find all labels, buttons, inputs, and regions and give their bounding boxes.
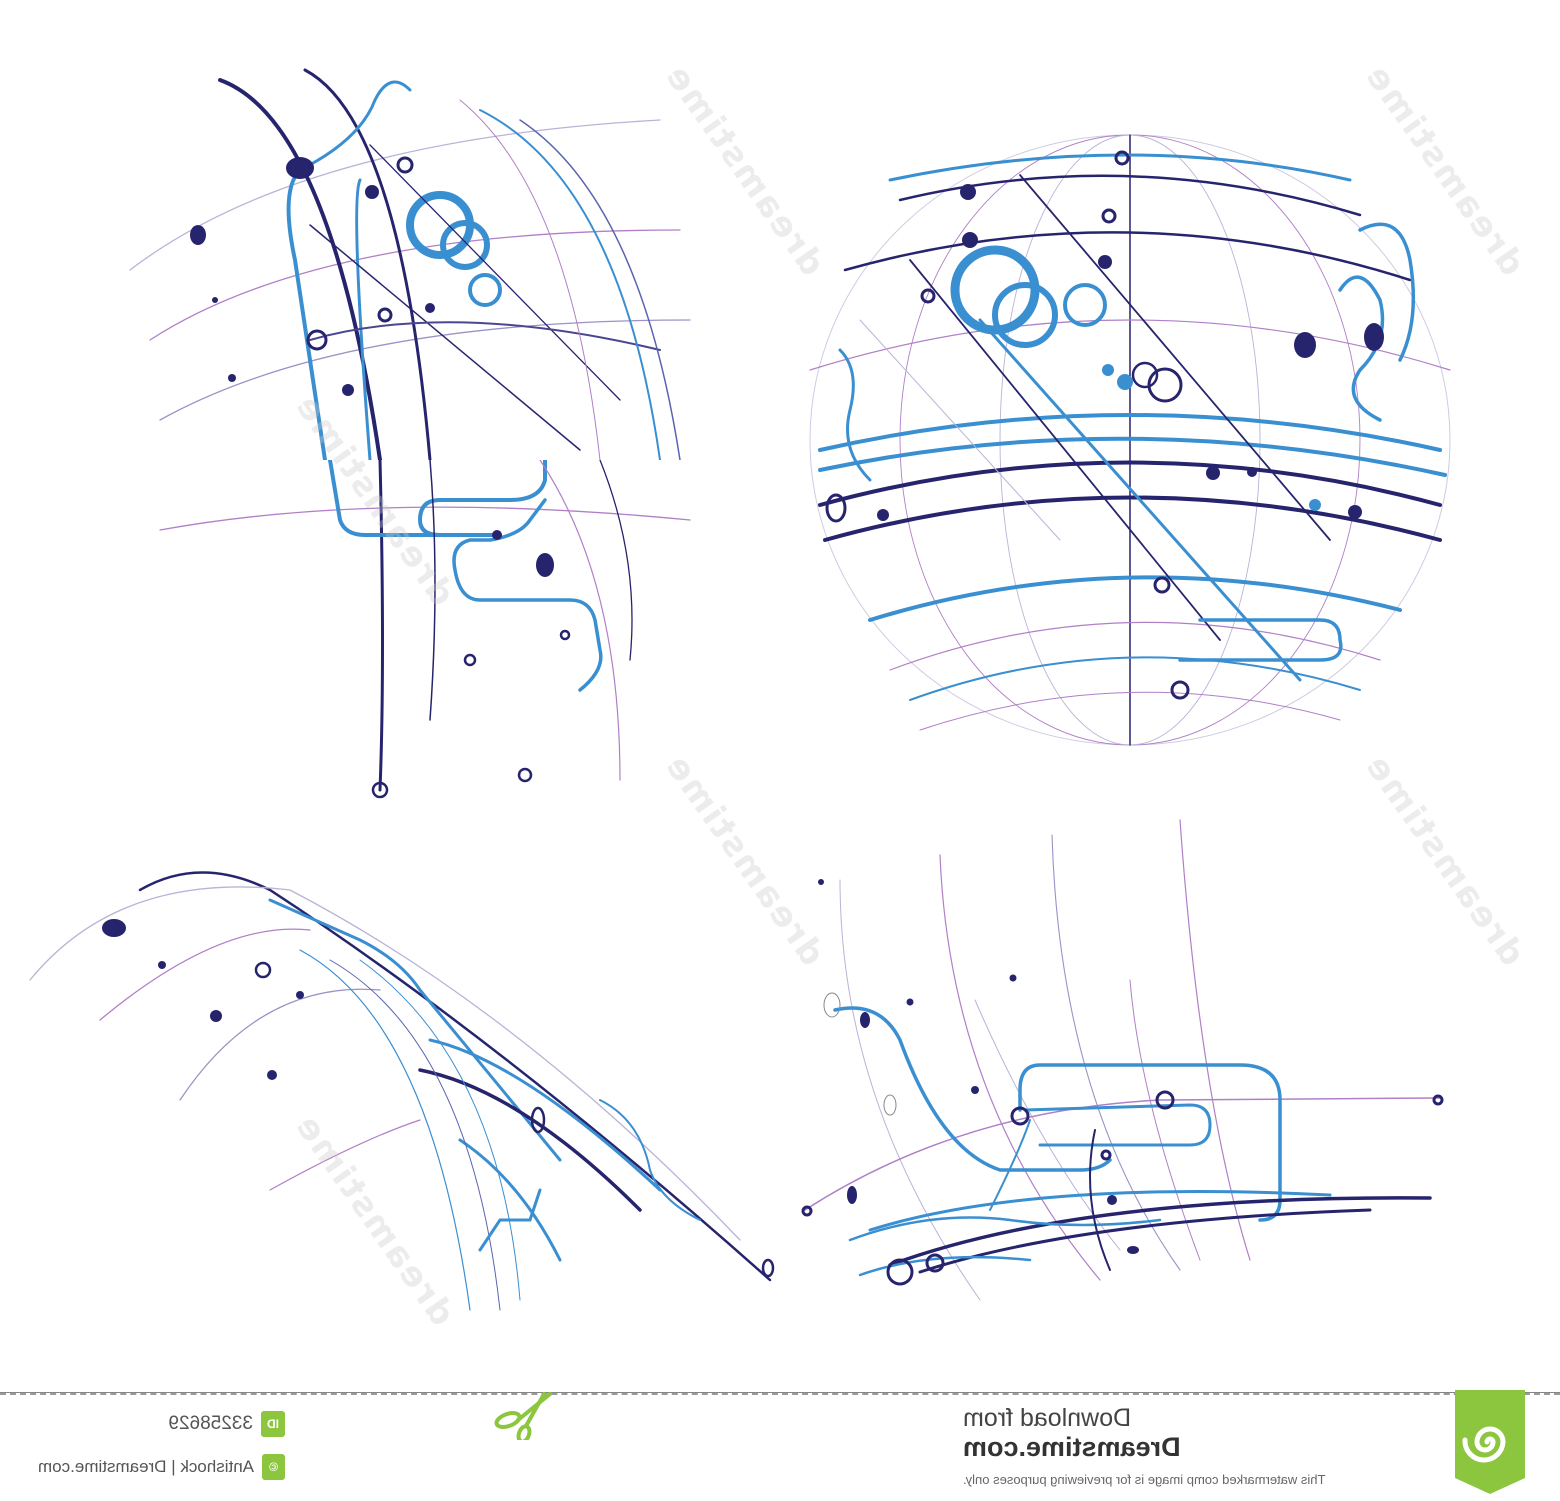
- circuit-globe-graphic: [129, 68, 691, 460]
- cut-line: [0, 1393, 1560, 1395]
- download-title: Download from: [963, 1404, 1132, 1432]
- image-id: 33258629: [168, 1413, 253, 1434]
- brand-name: Dreamstime.com: [963, 1432, 1181, 1462]
- circuit-globe-graphic-lower: [159, 460, 691, 799]
- dreamstime-logo-badge: [1455, 1390, 1525, 1494]
- illustration-partial-globe-lower: [100, 460, 700, 840]
- illustration-globe-bottom: [780, 800, 1560, 1320]
- illustration-arc-wave: [0, 840, 800, 1320]
- credit-text: Antishock | Dreamstime.com: [38, 1457, 255, 1476]
- illustration-full-globe: [800, 120, 1460, 760]
- cut-line-solid: [0, 1392, 1560, 1393]
- preview-note: This watermarked comp image is for previ…: [963, 1472, 1326, 1487]
- copyright-icon: ©: [262, 1454, 285, 1480]
- watermark-footer: Download from Dreamstime.com This waterm…: [0, 1390, 1560, 1501]
- illustration-partial-globe: [100, 60, 700, 460]
- download-text-block: Download from Dreamstime.com This waterm…: [963, 1390, 1443, 1501]
- circuit-sphere-graphic: [809, 134, 1451, 746]
- spiral-icon: [1462, 1426, 1506, 1463]
- circuit-bottom-graphic: [801, 819, 1444, 1301]
- credit-row: © Antishock | Dreamstime.com: [30, 1453, 285, 1481]
- circuit-arc-graphic: [29, 871, 775, 1311]
- scissors-icon: [494, 1392, 552, 1440]
- image-id-row: ID 33258629: [40, 1410, 285, 1438]
- id-badge-icon: ID: [261, 1411, 285, 1437]
